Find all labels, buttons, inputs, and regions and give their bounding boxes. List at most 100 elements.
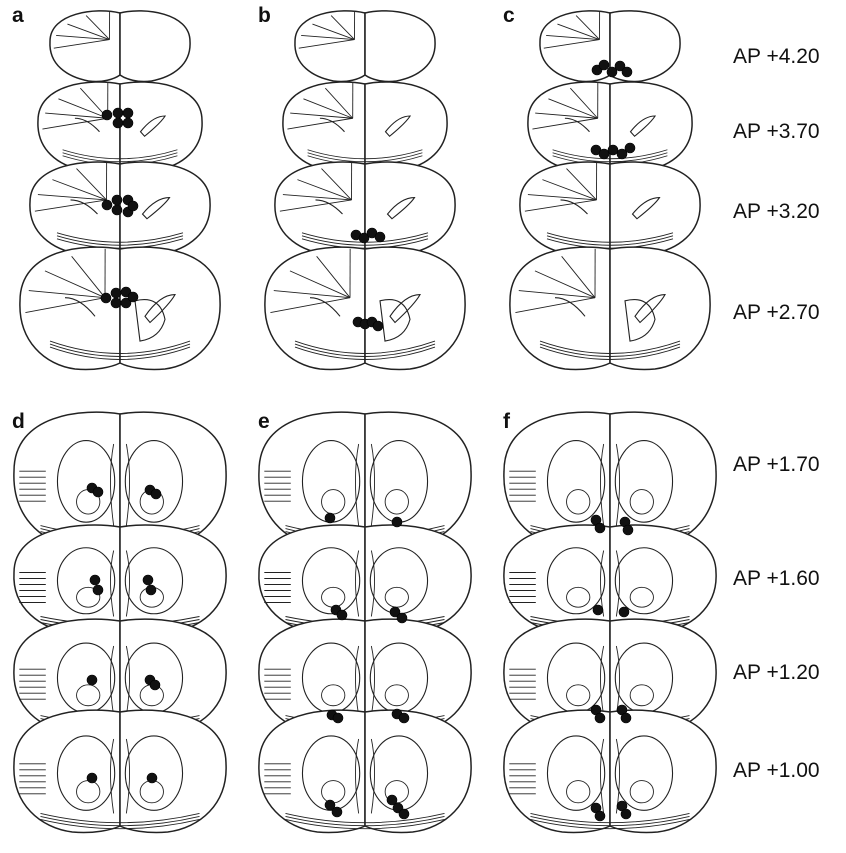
- area-boundary: [325, 87, 354, 119]
- area-boundary: [297, 179, 352, 201]
- area-boundary: [532, 117, 598, 130]
- base-contour: [285, 812, 445, 824]
- ventricle: [315, 199, 343, 215]
- placement-dot: [324, 799, 336, 811]
- area-boundary: [524, 199, 597, 212]
- striatum-outline: [546, 735, 606, 811]
- base-contour: [301, 235, 429, 246]
- panel-label-f: f: [503, 410, 511, 433]
- area-boundary: [67, 23, 110, 41]
- right-hemisphere: [119, 709, 227, 834]
- placement-dot: [398, 808, 410, 820]
- ventricle: [370, 443, 375, 526]
- area-boundary: [330, 15, 355, 40]
- base-contour: [307, 152, 423, 163]
- base-contour: [539, 346, 681, 360]
- placement-dot: [336, 609, 348, 621]
- placement-dot: [111, 204, 123, 216]
- area-boundary: [557, 23, 600, 41]
- accumbens-outline: [76, 684, 101, 707]
- ventricle: [386, 197, 416, 220]
- ventricle: [600, 443, 605, 526]
- area-boundary: [546, 35, 600, 41]
- ap-label-top-4: AP +2.70: [733, 301, 820, 324]
- area-boundary: [273, 290, 351, 299]
- area-boundary: [312, 23, 355, 41]
- ventricle: [64, 297, 96, 317]
- ventricle: [355, 645, 360, 716]
- ventricle: [74, 117, 100, 133]
- placement-dot: [396, 612, 408, 624]
- coronal-section: [13, 709, 227, 834]
- right-hemisphere: [609, 246, 711, 371]
- accumbens-outline: [384, 489, 409, 515]
- area-boundary: [535, 112, 598, 119]
- ventricle: [110, 738, 115, 814]
- area-boundary: [290, 112, 353, 119]
- ventricle: [355, 550, 360, 617]
- striatum-outline: [301, 735, 361, 811]
- placement-dot: [142, 574, 154, 586]
- right-hemisphere: [364, 10, 436, 83]
- area-boundary: [270, 297, 351, 313]
- area-boundary: [561, 256, 596, 298]
- left-hemisphere: [258, 709, 366, 834]
- base-contour: [546, 232, 674, 243]
- ventricle: [110, 550, 115, 617]
- right-hemisphere: [364, 524, 472, 635]
- ventricle: [125, 738, 130, 814]
- placement-dot: [112, 117, 124, 129]
- striatum-outline: [124, 735, 184, 811]
- ventricle: [125, 443, 130, 526]
- area-boundary: [303, 98, 353, 119]
- ventricle: [554, 297, 586, 317]
- area-boundary: [45, 112, 108, 119]
- ventricle: [110, 645, 115, 716]
- striatum-outline: [614, 735, 674, 811]
- base-contour: [294, 343, 436, 357]
- placement-dot: [89, 574, 101, 586]
- placement-dot: [614, 60, 626, 72]
- accumbens-outline: [629, 489, 654, 515]
- panel-label-e: e: [258, 410, 270, 433]
- ventricle: [600, 645, 605, 716]
- ventricle: [319, 117, 345, 133]
- ap-label-bottom-2: AP +1.60: [733, 567, 820, 590]
- right-hemisphere: [119, 524, 227, 635]
- coronal-section: [49, 10, 191, 83]
- placement-dot: [86, 674, 98, 686]
- coronal-section: [282, 81, 448, 172]
- placement-dot: [389, 606, 401, 618]
- striatum-outline: [301, 547, 361, 615]
- base-contour: [40, 812, 200, 824]
- placement-dot: [372, 320, 384, 332]
- placement-dot: [127, 291, 139, 303]
- placement-dot: [594, 522, 606, 534]
- base-contour: [49, 343, 191, 357]
- base-contour: [539, 343, 681, 357]
- area-boundary: [28, 290, 106, 299]
- coronal-section: [539, 10, 681, 83]
- striatum-outline: [124, 547, 184, 615]
- placement-dot: [92, 584, 104, 596]
- coronal-section: [527, 81, 693, 172]
- ventricle: [389, 294, 421, 324]
- area-boundary: [515, 297, 596, 313]
- base-contour: [552, 152, 668, 163]
- base-contour: [530, 812, 690, 824]
- base-contour: [530, 815, 690, 827]
- ap-label-top-3: AP +3.20: [733, 200, 820, 223]
- ventricle: [370, 550, 375, 617]
- coronal-section: [19, 246, 221, 371]
- right-hemisphere: [609, 10, 681, 83]
- area-boundary: [279, 199, 352, 212]
- right-hemisphere: [609, 524, 717, 635]
- placement-dot: [598, 59, 610, 71]
- ventricle: [370, 645, 375, 716]
- ap-label-top-2: AP +3.70: [733, 120, 820, 143]
- left-hemisphere: [258, 524, 366, 635]
- coronal-section: [503, 524, 717, 635]
- placement-dot: [122, 107, 134, 119]
- placement-dot: [86, 772, 98, 784]
